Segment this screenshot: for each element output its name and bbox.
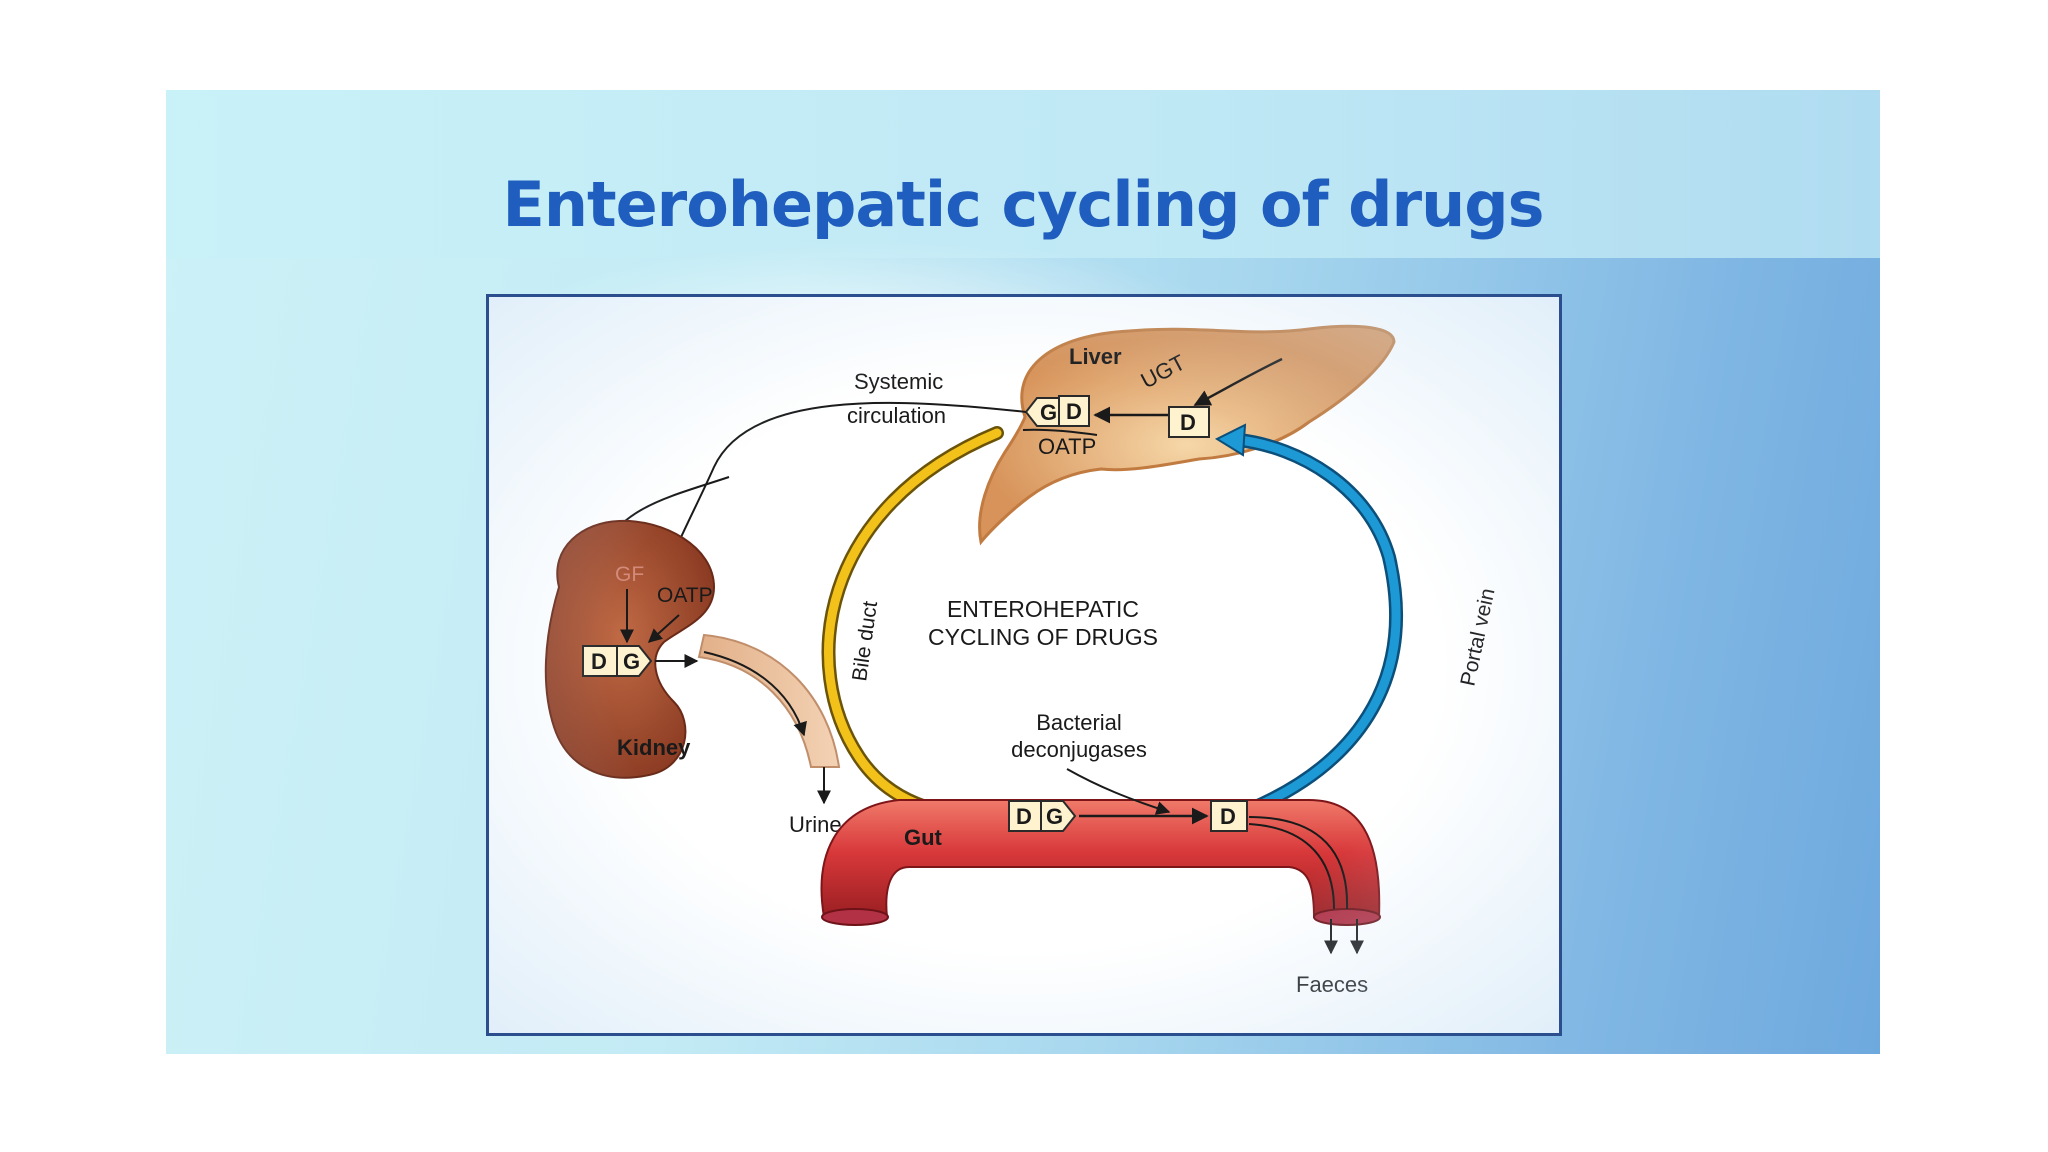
gut-g-box: G [1046,804,1063,829]
liver-g-box: G [1040,400,1057,425]
gut-label: Gut [904,825,943,850]
bacterial-line2: deconjugases [1011,737,1147,762]
urine-label: Urine [789,812,842,837]
enterohepatic-diagram: Liver UGT G D D OATP Systemic circulatio… [544,324,1500,997]
diagram-figure: Liver UGT G D D OATP Systemic circulatio… [486,294,1562,1036]
center-label-line1: ENTEROHEPATIC [947,596,1139,622]
liver-d-box-2: D [1180,410,1196,435]
liver-d-box-1: D [1066,399,1082,424]
gut-conjugate: D G [1008,800,1077,832]
portal-vein-arrow-outline [1232,433,1404,816]
kidney-g-box: G [623,649,640,674]
gut-opening-right [1313,908,1381,926]
liver-oatp-label: OATP [1038,434,1096,459]
gut-shape [820,799,1381,918]
kidney-gf-label: GF [615,563,644,586]
portal-vein-label: Portal vein [1456,586,1499,688]
kidney-oatp-label: OATP [657,584,713,607]
center-label-line2: CYCLING OF DRUGS [928,624,1158,650]
systemic-circulation-line2: circulation [847,403,946,428]
gut-opening-left [821,908,889,926]
bacterial-line1: Bacterial [1036,710,1122,735]
gut-d-box-1: D [1016,804,1032,829]
gut-d-box-2: D [1220,804,1236,829]
title-band [166,90,1880,258]
slide-title: Enterohepatic cycling of drugs [502,168,1544,241]
liver-conjugate: G D [1024,395,1090,427]
liver-label: Liver [1069,344,1122,369]
kidney-label: Kidney [617,735,691,760]
bile-duct-label: Bile duct [848,600,882,683]
kidney-conjugate: D G [582,645,653,677]
systemic-circulation-line1: Systemic [854,369,943,394]
gut-drug: D [1210,800,1248,832]
portal-vein-arrow [1234,435,1401,814]
faeces-label: Faeces [1296,972,1368,997]
liver-drug: D [1168,406,1210,438]
ureter [697,633,841,768]
kidney-d-box: D [591,649,607,674]
